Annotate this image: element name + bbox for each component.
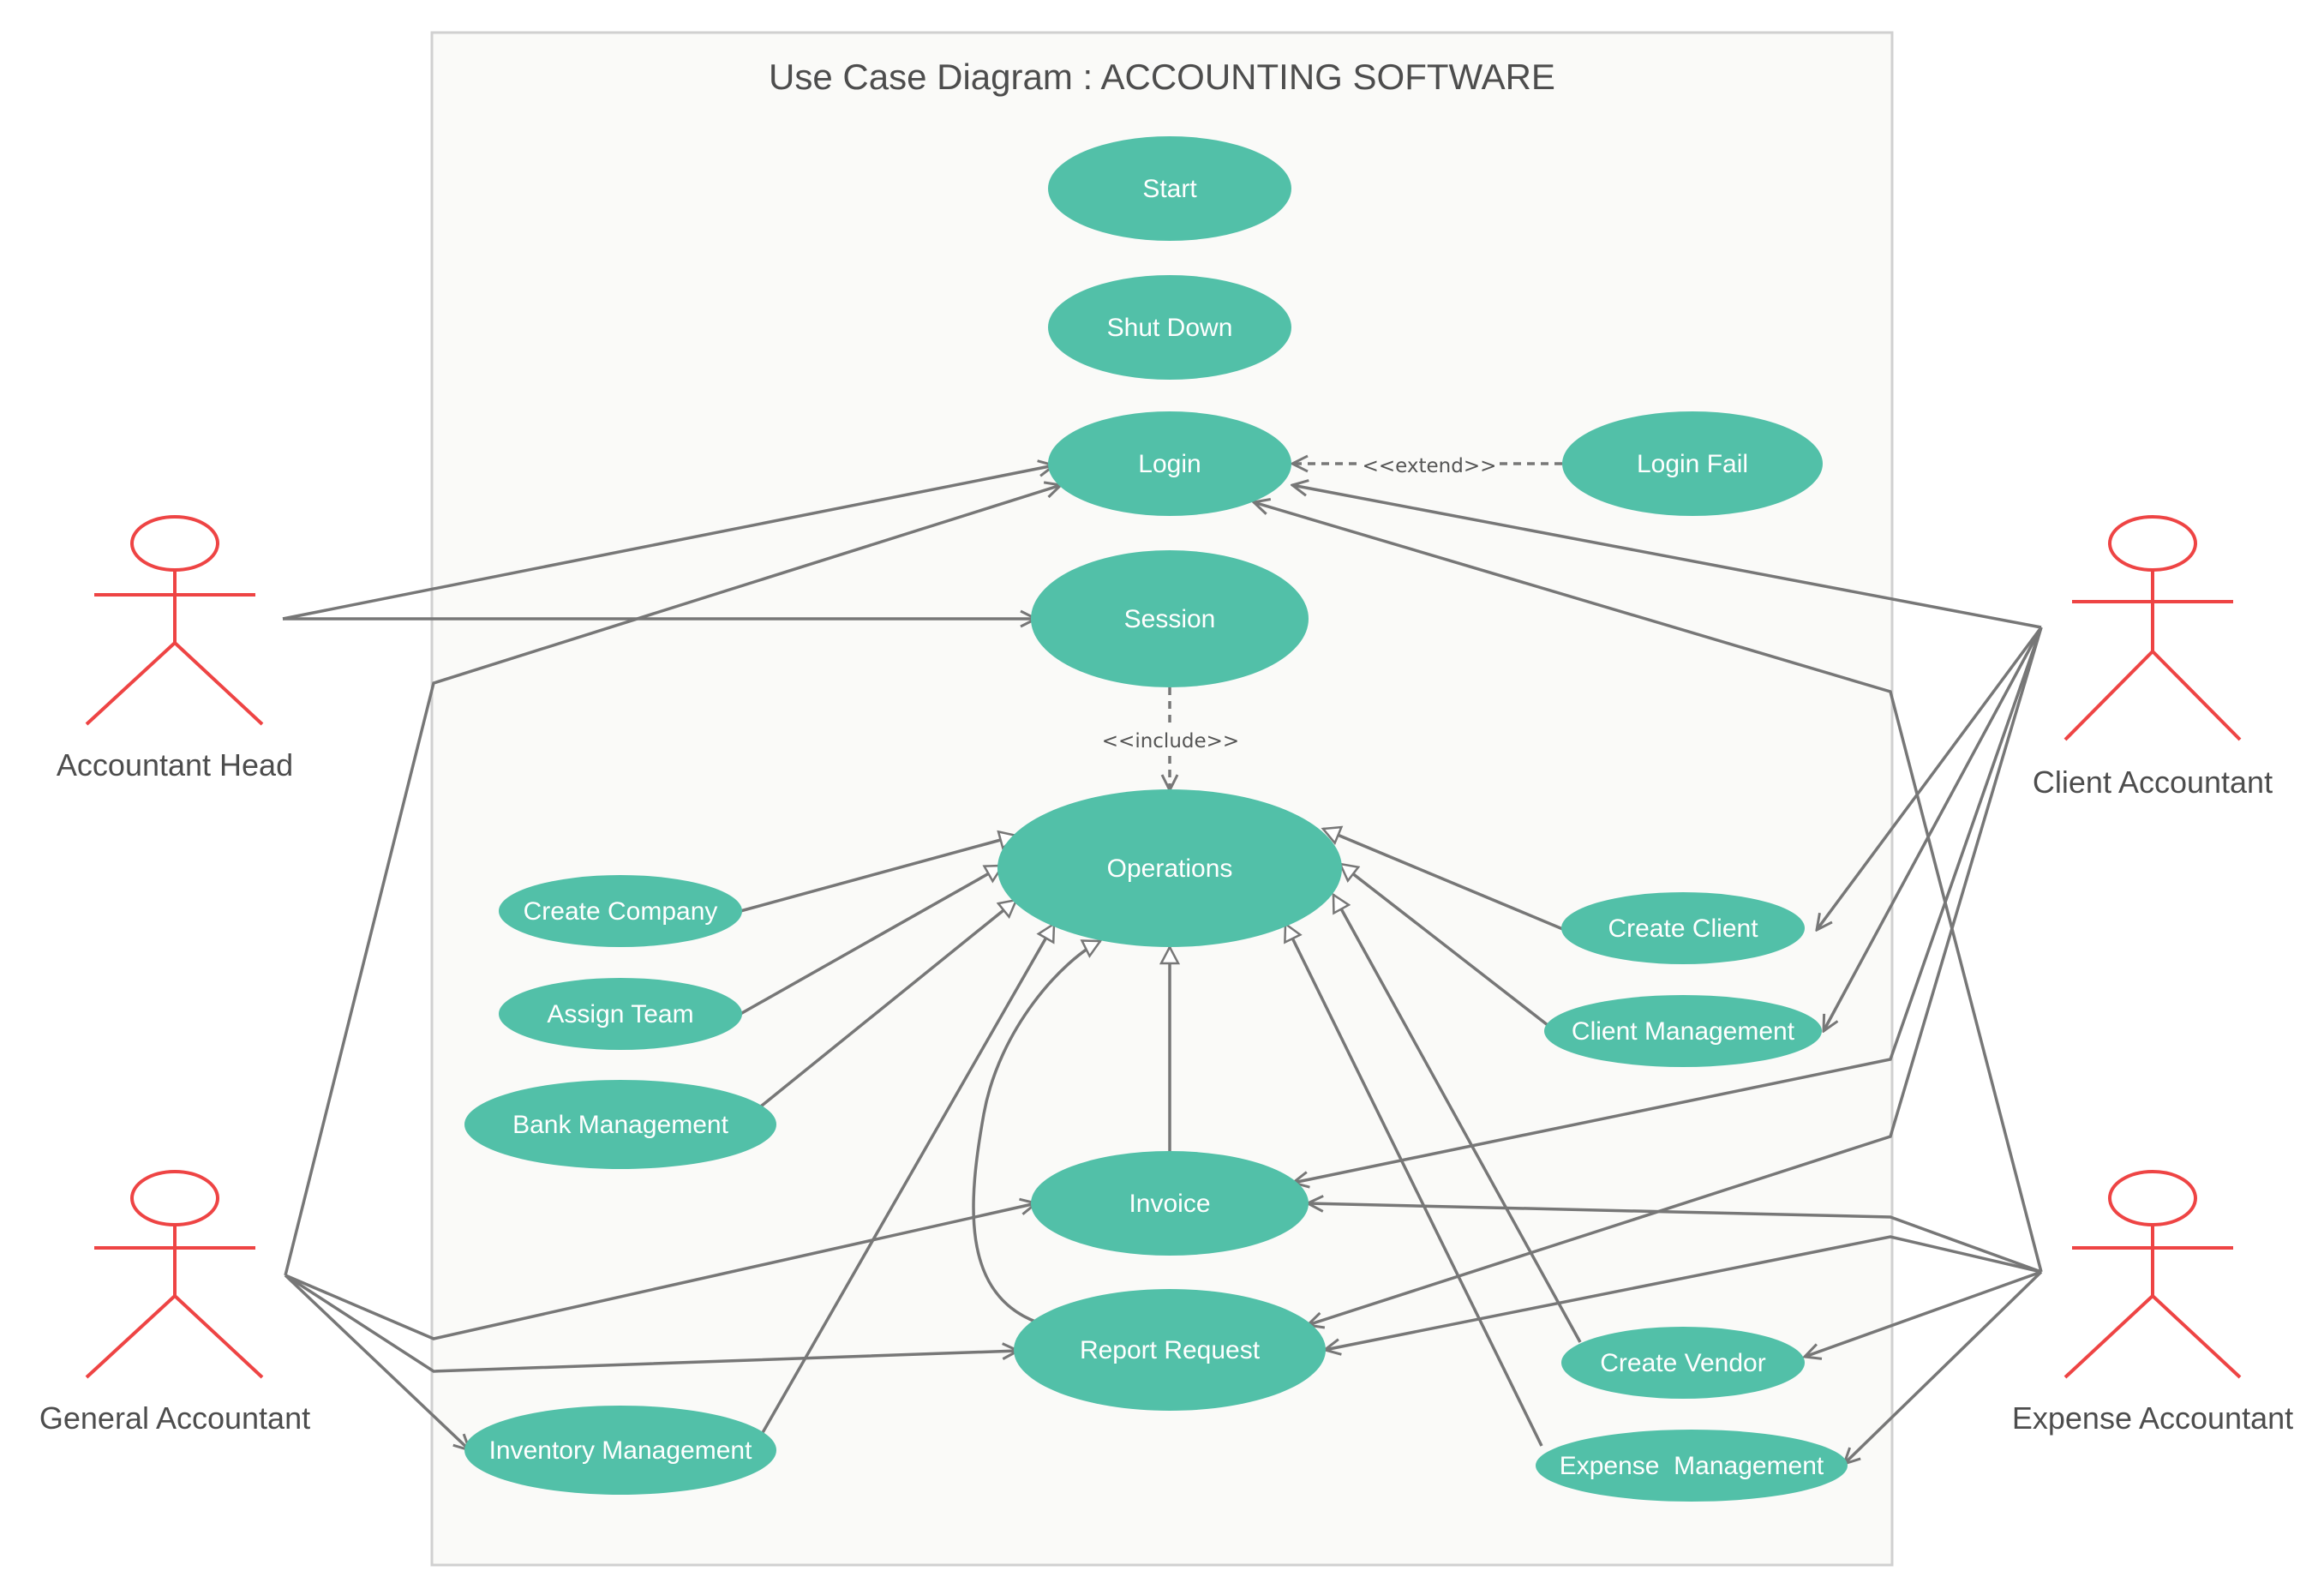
use-case-create-company-label: Create Company (524, 897, 718, 926)
use-case-login-fail-label: Login Fail (1637, 450, 1748, 478)
gen-client-management-operations (1340, 864, 1549, 1027)
use-case-client-management[interactable]: Client Management (1544, 995, 1822, 1067)
use-case-create-client-label: Create Client (1608, 914, 1758, 943)
actor-client-accountant-label: Client Accountant (2033, 765, 2273, 800)
edge-client-accountant-report-request (1308, 627, 2043, 1325)
use-case-create-vendor-label: Create Vendor (1600, 1349, 1765, 1377)
gen-inventory-management-operations (756, 924, 1056, 1442)
actor-expense-accountant-label: Expense Accountant (2012, 1400, 2293, 1436)
actor-accountant-head-label: Accountant Head (57, 747, 293, 783)
edge-general-accountant-invoice (285, 1203, 1036, 1340)
stick-figure-icon (2063, 515, 2242, 741)
actor-general-accountant[interactable]: General Accountant (39, 1170, 310, 1436)
edge-client-accountant-create-client (1817, 626, 2043, 930)
gen-create-client-operations (1323, 829, 1566, 932)
use-case-create-vendor[interactable]: Create Vendor (1561, 1327, 1805, 1399)
edge-accountant-head-login (282, 465, 1054, 621)
edge-client-accountant-invoice (1293, 627, 2043, 1183)
use-case-create-company[interactable]: Create Company (499, 875, 742, 947)
gen-assign-team-operations (740, 864, 1003, 1016)
use-case-report-request[interactable]: Report Request (1014, 1289, 1326, 1411)
edge-expense-accountant-expense-management (1844, 1270, 2043, 1464)
use-case-operations[interactable]: Operations (997, 789, 1342, 947)
use-case-start-label: Start (1142, 175, 1197, 203)
edge-expense-accountant-login (1254, 502, 2043, 1273)
stick-figure-icon (85, 1170, 264, 1379)
use-case-start[interactable]: Start (1048, 136, 1291, 241)
use-case-bank-management-label: Bank Management (512, 1111, 728, 1139)
use-case-expense-management[interactable]: Expense Management (1536, 1430, 1848, 1502)
use-case-invoice-label: Invoice (1129, 1190, 1210, 1218)
edge-general-accountant-inventory-management (284, 1274, 470, 1450)
gen-bank-management-operations (756, 900, 1016, 1111)
use-case-login-label: Login (1138, 450, 1201, 478)
use-case-expense-management-label: Expense Management (1560, 1452, 1824, 1480)
gen-create-company-operations (740, 836, 1016, 913)
gen-create-vendor-operations (1332, 895, 1582, 1343)
edge-client-accountant-client-management (1824, 627, 2043, 1031)
use-case-inventory-management[interactable]: Inventory Management (464, 1406, 776, 1495)
use-case-login[interactable]: Login (1048, 411, 1291, 516)
edge-expense-accountant-report-request (1325, 1235, 2042, 1350)
edge-general-accountant-login (284, 485, 1061, 1276)
diagram-title: Use Case Diagram : ACCOUNTING SOFTWARE (769, 57, 1555, 97)
use-case-invoice[interactable]: Invoice (1031, 1151, 1309, 1256)
use-case-login-fail[interactable]: Login Fail (1562, 411, 1823, 516)
edge-expense-accountant-invoice (1308, 1203, 2042, 1274)
gen-report-request-operations (972, 941, 1100, 1324)
use-case-operations-label: Operations (1107, 854, 1233, 883)
use-case-session-label: Session (1124, 605, 1216, 633)
use-case-create-client[interactable]: Create Client (1561, 892, 1805, 964)
use-case-inventory-management-label: Inventory Management (489, 1436, 753, 1465)
actor-expense-accountant[interactable]: Expense Accountant (2012, 1170, 2293, 1436)
actor-accountant-head[interactable]: Accountant Head (57, 515, 293, 783)
edge-expense-accountant-create-vendor (1805, 1270, 2042, 1357)
use-case-shut-down-label: Shut Down (1107, 314, 1233, 342)
use-case-report-request-label: Report Request (1080, 1336, 1261, 1364)
extend-label: <<extend>> (1363, 455, 1497, 477)
use-case-session[interactable]: Session (1031, 550, 1309, 687)
stick-figure-icon (85, 515, 264, 726)
edge-client-accountant-login (1292, 485, 2042, 629)
actor-client-accountant[interactable]: Client Accountant (2033, 515, 2273, 800)
stick-figure-icon (2063, 1170, 2242, 1379)
use-case-client-management-label: Client Management (1572, 1017, 1795, 1046)
use-case-assign-team[interactable]: Assign Team (499, 978, 742, 1050)
use-case-bank-management[interactable]: Bank Management (464, 1080, 776, 1169)
use-case-shut-down[interactable]: Shut Down (1048, 275, 1291, 380)
include-label: <<include>> (1102, 730, 1239, 753)
actor-general-accountant-label: General Accountant (39, 1400, 310, 1436)
edge-general-accountant-report-request (285, 1274, 1018, 1373)
relationships (282, 464, 2043, 1464)
gen-expense-management-operations (1285, 924, 1543, 1447)
use-case-assign-team-label: Assign Team (547, 1000, 693, 1028)
